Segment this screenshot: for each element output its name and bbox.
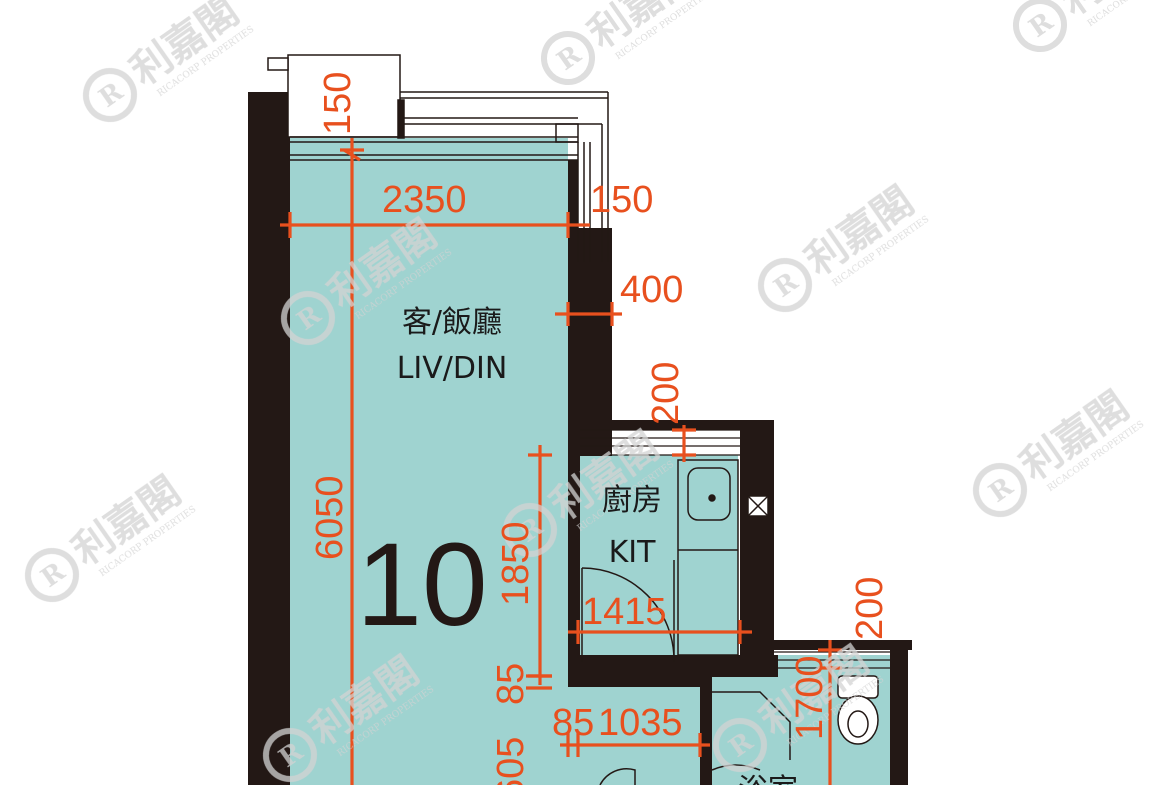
- ac-platform-tab: [267, 57, 289, 71]
- watermark: R 利嘉閣 RICACORP PROPERTIES: [1013, 0, 1170, 52]
- dim-bath-top: 200: [849, 577, 891, 640]
- living-room-label-zh: 客/飯廳: [402, 305, 502, 340]
- kitchen-label-en: KIT: [609, 535, 657, 570]
- east-wall-upper: [568, 228, 612, 456]
- dim-balcony-depth: 150: [317, 72, 359, 135]
- watermark: R 利嘉閣 RICACORP PROPERTIES: [973, 382, 1146, 517]
- svg-text:R: R: [552, 40, 587, 77]
- walls: [248, 92, 912, 785]
- dim-gap-85: 85: [490, 663, 532, 705]
- dim-kitchen-width: 1415: [582, 591, 667, 633]
- shower-screen: [712, 691, 791, 760]
- dim-bath-width: 1035: [598, 702, 683, 744]
- dim-liv-length: 6050: [309, 475, 351, 560]
- dim-bath-length: 1700: [789, 655, 831, 740]
- kitchen-east-wall: [740, 420, 774, 655]
- bath-east-wall: [890, 645, 908, 785]
- kitchen-label-zh: 廚房: [602, 483, 662, 518]
- basin-icon: [711, 764, 761, 771]
- svg-text:R: R: [984, 472, 1019, 509]
- kitchen-west-wall: [568, 420, 580, 665]
- dimension-labels: 150 2350 150 400 200 6050 1850 1415 200 …: [309, 72, 891, 785]
- watermark: R 利嘉閣 RICACORP PROPERTIES: [541, 0, 714, 85]
- dim-liv-width: 2350: [382, 179, 467, 221]
- north-wall-left: [248, 92, 290, 100]
- dim-partial-605: 605: [490, 737, 532, 785]
- watermark: R 利嘉閣 RICACORP PROPERTIES: [758, 177, 931, 312]
- sink-icon: [687, 467, 731, 521]
- watermark: R 利嘉閣 RICACORP PROPERTIES: [25, 467, 198, 602]
- kitchen-area: [578, 455, 738, 655]
- dimension-lines: [280, 138, 842, 785]
- kitchen-counter: [677, 459, 739, 656]
- kitchen-door: [581, 560, 675, 662]
- west-wall: [248, 92, 290, 785]
- dim-gap-85b: 85: [552, 702, 594, 744]
- bath-west-wall: [700, 675, 712, 785]
- bathroom-label-zh: 浴室: [738, 773, 798, 785]
- living-dining-area: [290, 160, 568, 785]
- east-wall-upper-b: [568, 160, 578, 230]
- svg-text:R: R: [1024, 7, 1059, 44]
- dim-side-width: 150: [590, 179, 653, 221]
- toilet-icon: [837, 675, 879, 745]
- corridor-bottom-ledge: [568, 665, 708, 687]
- kitchen-top-wall: [578, 420, 774, 430]
- svg-text:R: R: [769, 267, 804, 304]
- svg-text:R: R: [94, 77, 129, 114]
- unit-number: 10: [356, 519, 487, 651]
- living-room-label-en: LIV/DIN: [397, 351, 508, 386]
- flue-icon: [747, 495, 769, 517]
- balcony-structure: [267, 54, 609, 262]
- watermark: R 利嘉閣 RICACORP PROPERTIES: [83, 0, 256, 122]
- svg-text:R: R: [36, 557, 71, 594]
- bath-top-wall: [774, 640, 912, 650]
- dim-wall-400: 400: [620, 269, 683, 311]
- dim-kitchen-top: 200: [645, 362, 687, 425]
- dim-kitchen-length: 1850: [495, 521, 537, 606]
- bathroom-door: [599, 768, 636, 785]
- kitchen-window: [580, 429, 740, 456]
